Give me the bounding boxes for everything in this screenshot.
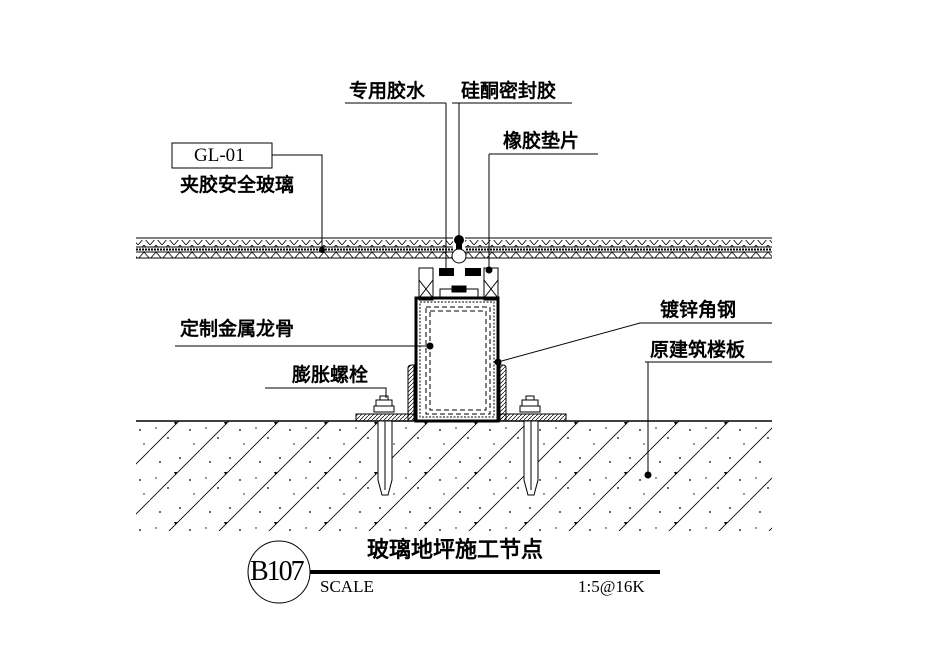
label-custom-metal-keel: 定制金属龙骨 [180, 318, 295, 340]
leader-lines [175, 102, 772, 475]
label-special-glue: 专用胶水 [349, 80, 426, 102]
label-rubber-pad: 橡胶垫片 [503, 130, 580, 152]
label-glass-code: GL-01 [194, 145, 245, 166]
scale-label: SCALE [320, 577, 374, 596]
silicone-joint [439, 235, 481, 276]
label-galvanized-angle-steel: 镀锌角钢 [660, 299, 737, 321]
floor-slab [136, 420, 772, 531]
label-laminated-glass: 夹胶安全玻璃 [180, 174, 295, 196]
detail-title: 玻璃地坪施工节点 [367, 538, 544, 563]
expansion-bolts [373, 395, 541, 413]
galvanized-angle-steel [355, 364, 567, 422]
title-block-graphics [247, 540, 660, 604]
leader-dots [319, 247, 652, 479]
rubber-pads [418, 267, 499, 301]
scale-value: 1:5@16K [578, 577, 645, 596]
label-expansion-bolt: 膨胀螺栓 [292, 364, 369, 386]
detail-id: B107 [250, 556, 305, 587]
custom-metal-keel [414, 296, 500, 423]
glass-code-box [171, 142, 273, 169]
label-silicone-sealant: 硅酮密封胶 [461, 80, 557, 102]
label-existing-floor-slab: 原建筑楼板 [650, 339, 746, 361]
